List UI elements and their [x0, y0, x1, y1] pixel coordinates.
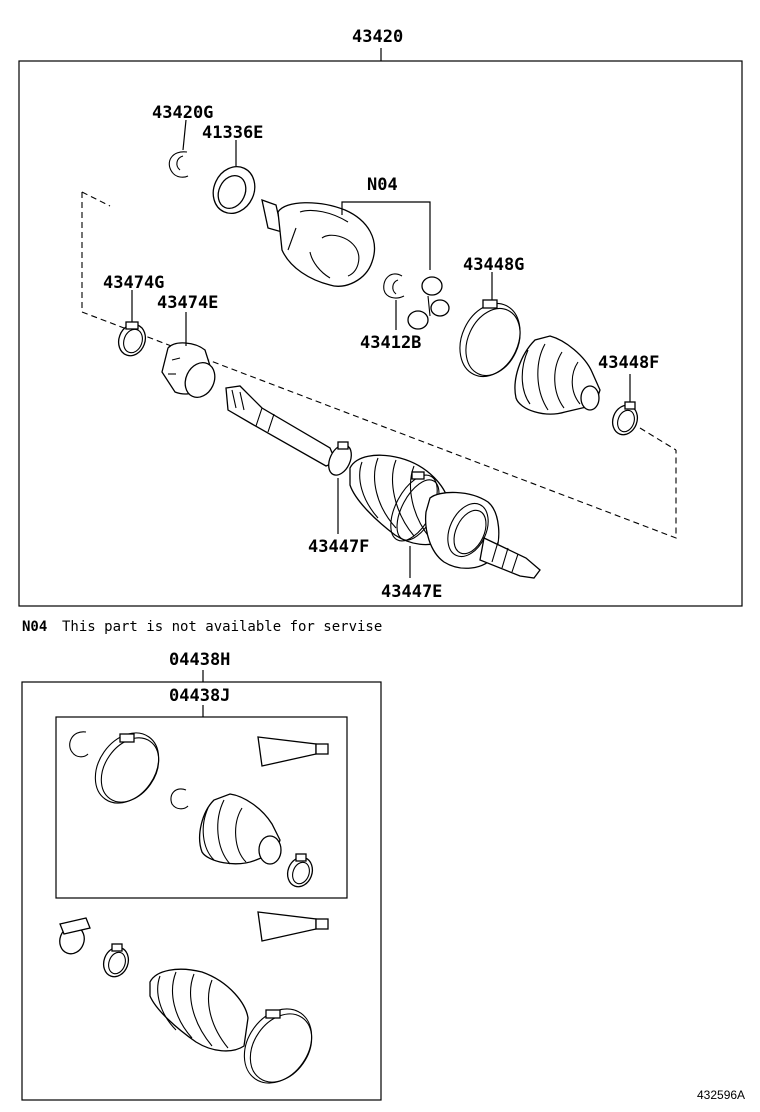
label-43447e[interactable]: 43447E: [381, 582, 442, 602]
note-text: This part is not available for servise: [62, 619, 382, 635]
snap-ring-43420g[interactable]: [168, 151, 189, 178]
kit-snap-ring-inner[interactable]: [69, 731, 89, 758]
tripod-rollers[interactable]: [407, 276, 450, 330]
boot-clamp-43474g[interactable]: [114, 321, 149, 360]
label-43448f[interactable]: 43448F: [598, 353, 659, 373]
leader-43420g: [182, 119, 187, 151]
leader-n04: [341, 201, 431, 270]
label-43447f[interactable]: 43447F: [308, 537, 369, 557]
kit-band-large-inner[interactable]: [82, 721, 171, 815]
boot-band-43448g[interactable]: [449, 294, 532, 387]
axle-shaft[interactable]: [225, 385, 337, 467]
label-43412b[interactable]: 43412B: [360, 333, 421, 353]
dynamic-damper-43474e[interactable]: [161, 342, 220, 402]
kit-clamp-outer-b[interactable]: [100, 943, 133, 980]
label-43420[interactable]: 43420: [352, 27, 403, 47]
boot-clamp-43448f[interactable]: [609, 401, 642, 438]
inner-joint-dashed-outline-right: [639, 427, 677, 451]
kit-boot-outer[interactable]: [149, 968, 249, 1052]
inner-joint-dashed-outline: [81, 192, 677, 539]
inner-boot[interactable]: [514, 335, 601, 415]
kit-frame-inner: [55, 716, 348, 899]
kit-clamp-small-inner[interactable]: [284, 853, 317, 890]
kit-grease-tube-inner[interactable]: [257, 736, 329, 767]
kit-frame-outer: [21, 681, 382, 1101]
inner-joint-dashed-outline-top: [81, 191, 111, 207]
boot-clamp-43447f[interactable]: [324, 441, 356, 478]
label-43448g[interactable]: 43448G: [463, 255, 524, 275]
kit-band-large-outer[interactable]: [230, 996, 325, 1096]
label-43420g[interactable]: 43420G: [152, 103, 213, 123]
label-43474e[interactable]: 43474E: [157, 293, 218, 313]
label-41336e[interactable]: 41336E: [202, 123, 263, 143]
inner-joint-housing-n04[interactable]: [261, 198, 376, 287]
snap-ring-43412b[interactable]: [383, 273, 405, 299]
kit-snap-ring-small-inner[interactable]: [170, 788, 189, 810]
reference-code: 432596A: [697, 1088, 745, 1102]
label-43474g[interactable]: 43474G: [103, 273, 164, 293]
note-code: N04: [22, 619, 47, 635]
label-n04[interactable]: N04: [367, 175, 398, 195]
label-04438h[interactable]: 04438H: [169, 650, 230, 670]
kit-clamp-outer-a[interactable]: [56, 917, 91, 957]
kit-boot-inner[interactable]: [199, 793, 282, 865]
kit-grease-tube-outer[interactable]: [257, 911, 329, 942]
outer-cv-joint[interactable]: [424, 491, 541, 579]
seal-ring-41336e[interactable]: [206, 160, 263, 220]
label-04438j[interactable]: 04438J: [169, 686, 230, 706]
